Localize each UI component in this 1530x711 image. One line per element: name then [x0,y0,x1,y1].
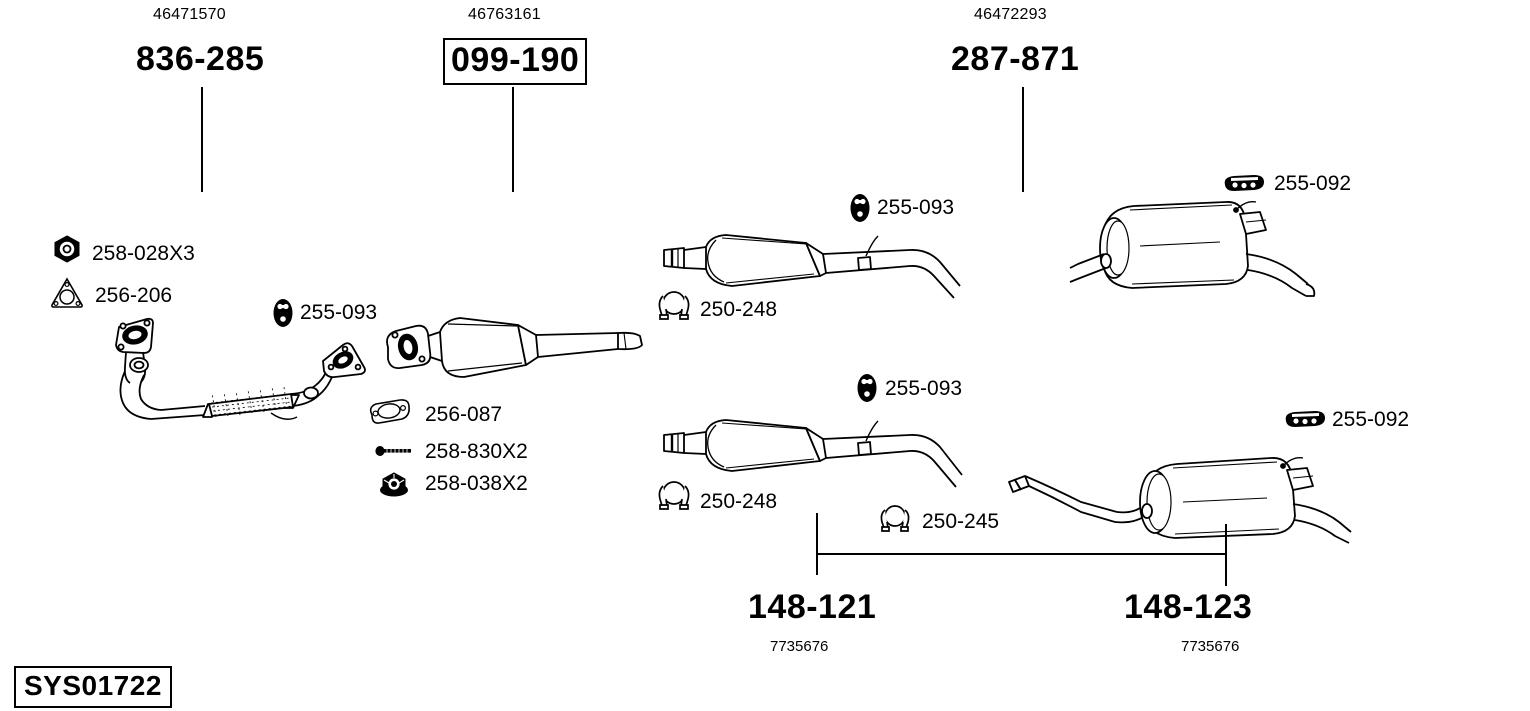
part-label-258-038X2: 258-038X2 [425,472,528,495]
part-label-250-248-upper: 250-248 [700,298,778,321]
triangular-gasket-icon [50,277,84,309]
leader-line-099-190 [512,87,514,192]
part-label-258-830X2: 258-830X2 [425,440,528,463]
oval-gasket-icon [367,398,411,426]
u-bolt-clamp-icon-245 [878,502,912,534]
part-label-255-093-upper: 255-093 [877,196,955,219]
part-label-256-206: 256-206 [95,284,173,307]
bracket-horizontal-line [817,553,1226,555]
centre-silencer-lower [660,413,1000,505]
rubber-hanger-flat-icon-upper [1222,172,1266,194]
rubber-hanger-oval-icon [272,298,294,328]
oem-number-836-285: 46471570 [153,6,226,23]
oem-number-148-123: 7735676 [1181,638,1240,655]
oem-number-099-190: 46763161 [468,6,541,23]
part-label-250-245: 250-245 [922,510,1000,533]
rear-muffler-lower [995,424,1365,544]
part-ref-148-123: 148-123 [1124,588,1253,626]
part-ref-148-121: 148-121 [748,588,877,626]
leader-line-287-871 [1022,87,1024,192]
bolt-stud-icon [375,444,413,458]
leader-line-836-285 [201,87,203,192]
part-label-255-092-upper: 255-092 [1274,172,1352,195]
oem-number-287-871: 46472293 [974,6,1047,23]
system-code-badge: SYS01722 [14,666,172,708]
bracket-tick-148-121 [816,513,818,575]
part-ref-836-285: 836-285 [136,40,265,78]
oem-number-148-121: 7735676 [770,638,829,655]
part-label-255-092-lower: 255-092 [1332,408,1410,431]
part-ref-099-190: 099-190 [443,38,588,85]
centre-silencer-upper [660,228,1000,320]
part-label-255-093-left: 255-093 [300,301,378,324]
u-bolt-clamp-icon-upper [656,288,692,322]
part-ref-287-871: 287-871 [951,40,1080,78]
rubber-hanger-oval-icon-lower [856,373,878,403]
part-label-250-248-lower: 250-248 [700,490,778,513]
flange-nut-icon [378,470,410,498]
bracket-tick-148-123 [1225,524,1227,586]
part-label-256-087: 256-087 [425,403,503,426]
u-bolt-clamp-icon-lower [656,478,692,512]
rear-muffler-upper [1069,192,1360,302]
front-pipe-with-flex [95,305,385,430]
rubber-hanger-oval-icon-upper [849,193,871,223]
rubber-hanger-flat-icon-lower [1283,408,1327,430]
hex-nut-icon [52,234,82,264]
catalytic-converter [378,305,653,395]
part-label-255-093-lower: 255-093 [885,377,963,400]
part-label-258-028X3: 258-028X3 [92,242,195,265]
